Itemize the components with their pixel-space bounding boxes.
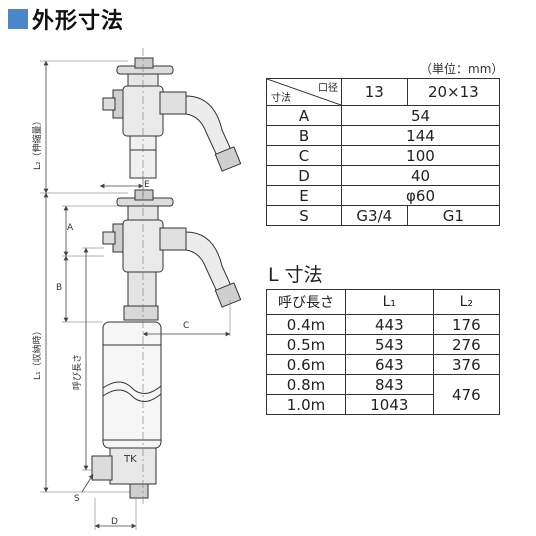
header-l2: L₂ (432, 289, 501, 315)
cell-l2: 176 (432, 314, 501, 335)
heading-marker-icon (8, 9, 28, 29)
row-value: 144 (341, 125, 500, 146)
label-a: A (67, 223, 74, 233)
label-d: D (111, 517, 118, 527)
row-value: 100 (341, 145, 500, 166)
table-row: 0.5m 543 276 (266, 334, 501, 355)
label-l1: L₁（収納時） (31, 326, 43, 380)
table-row: S G3/4 G1 (266, 205, 501, 226)
row-label: B (266, 125, 342, 146)
cell-l1: 643 (345, 354, 434, 375)
cell-l1: 443 (345, 314, 434, 335)
label-s: S (74, 494, 80, 504)
row-value: 54 (341, 105, 500, 126)
unit-note: （単位：mm） (420, 62, 504, 76)
dimension-drawing: TK L₂（伸縮量） L₁（収納時） 呼び長さ A B C D E S (31, 48, 242, 530)
table-row: E φ60 (266, 185, 500, 206)
header-20x13: 20×13 (406, 78, 501, 106)
table-row: 口径 寸法 13 20×13 (266, 78, 501, 106)
s-value-20: G1 (406, 205, 501, 226)
l-table-title: L 寸法 (268, 264, 323, 286)
diagonal-line (267, 79, 341, 105)
row-label: A (266, 105, 342, 126)
spec-table: 口径 寸法 13 20×13 A 54 B 144 C 100 D 40 E φ… (266, 78, 501, 226)
table-row: D 40 (266, 165, 500, 186)
label-b: B (56, 283, 62, 293)
s-value-13: G3/4 (341, 205, 408, 226)
corner-cell: 口径 寸法 (266, 78, 342, 106)
dimension-lines (43, 60, 231, 529)
table-row: 1.0m 1043 (266, 394, 500, 415)
table-row: B 144 (266, 125, 500, 146)
table-row: A 54 (266, 105, 500, 126)
faucet-extended (102, 57, 242, 179)
row-value: 40 (341, 165, 500, 186)
cell-l2: 376 (432, 354, 501, 375)
cell-l2: 276 (432, 334, 501, 355)
section-heading: 外形寸法 (8, 4, 124, 34)
row-label: D (266, 165, 342, 186)
row-label: C (266, 145, 342, 166)
header-l1: L₁ (345, 289, 434, 315)
row-label: S (266, 205, 342, 226)
cell-length: 0.5m (266, 334, 346, 355)
row-label: E (266, 185, 342, 206)
table-row: 0.8m 843 476 (266, 374, 501, 415)
cell-length: 1.0m (266, 394, 346, 415)
cell-l1: 843 (345, 374, 434, 395)
label-c: C (183, 321, 189, 331)
row-value: φ60 (341, 185, 500, 206)
cell-l2-merged: 476 (432, 374, 501, 415)
label-e: E (144, 180, 150, 190)
corner-bottom-text: 寸法 (271, 93, 291, 104)
faucet-stored (91, 189, 242, 499)
cell-l1: 1043 (345, 394, 434, 415)
brand-mark: TK (123, 454, 137, 465)
cell-length: 0.6m (266, 354, 346, 375)
header-13: 13 (341, 78, 408, 106)
label-yobi: 呼び長さ (72, 354, 83, 390)
l-dimension-table: 呼び長さ L₁ L₂ 0.4m 443 176 0.5m 543 276 0.6… (266, 289, 501, 415)
label-l2: L₂（伸縮量） (31, 116, 43, 170)
cell-length: 0.8m (266, 374, 346, 395)
table-row: 0.4m 443 176 (266, 314, 501, 335)
cell-length: 0.4m (266, 314, 346, 335)
header-length: 呼び長さ (266, 289, 346, 315)
table-row: 呼び長さ L₁ L₂ (266, 289, 501, 315)
heading-text: 外形寸法 (32, 9, 125, 34)
table-row: C 100 (266, 145, 500, 166)
corner-top-text: 口径 (318, 83, 338, 94)
cell-l1: 543 (345, 334, 434, 355)
table-row: 0.6m 643 376 (266, 354, 501, 375)
